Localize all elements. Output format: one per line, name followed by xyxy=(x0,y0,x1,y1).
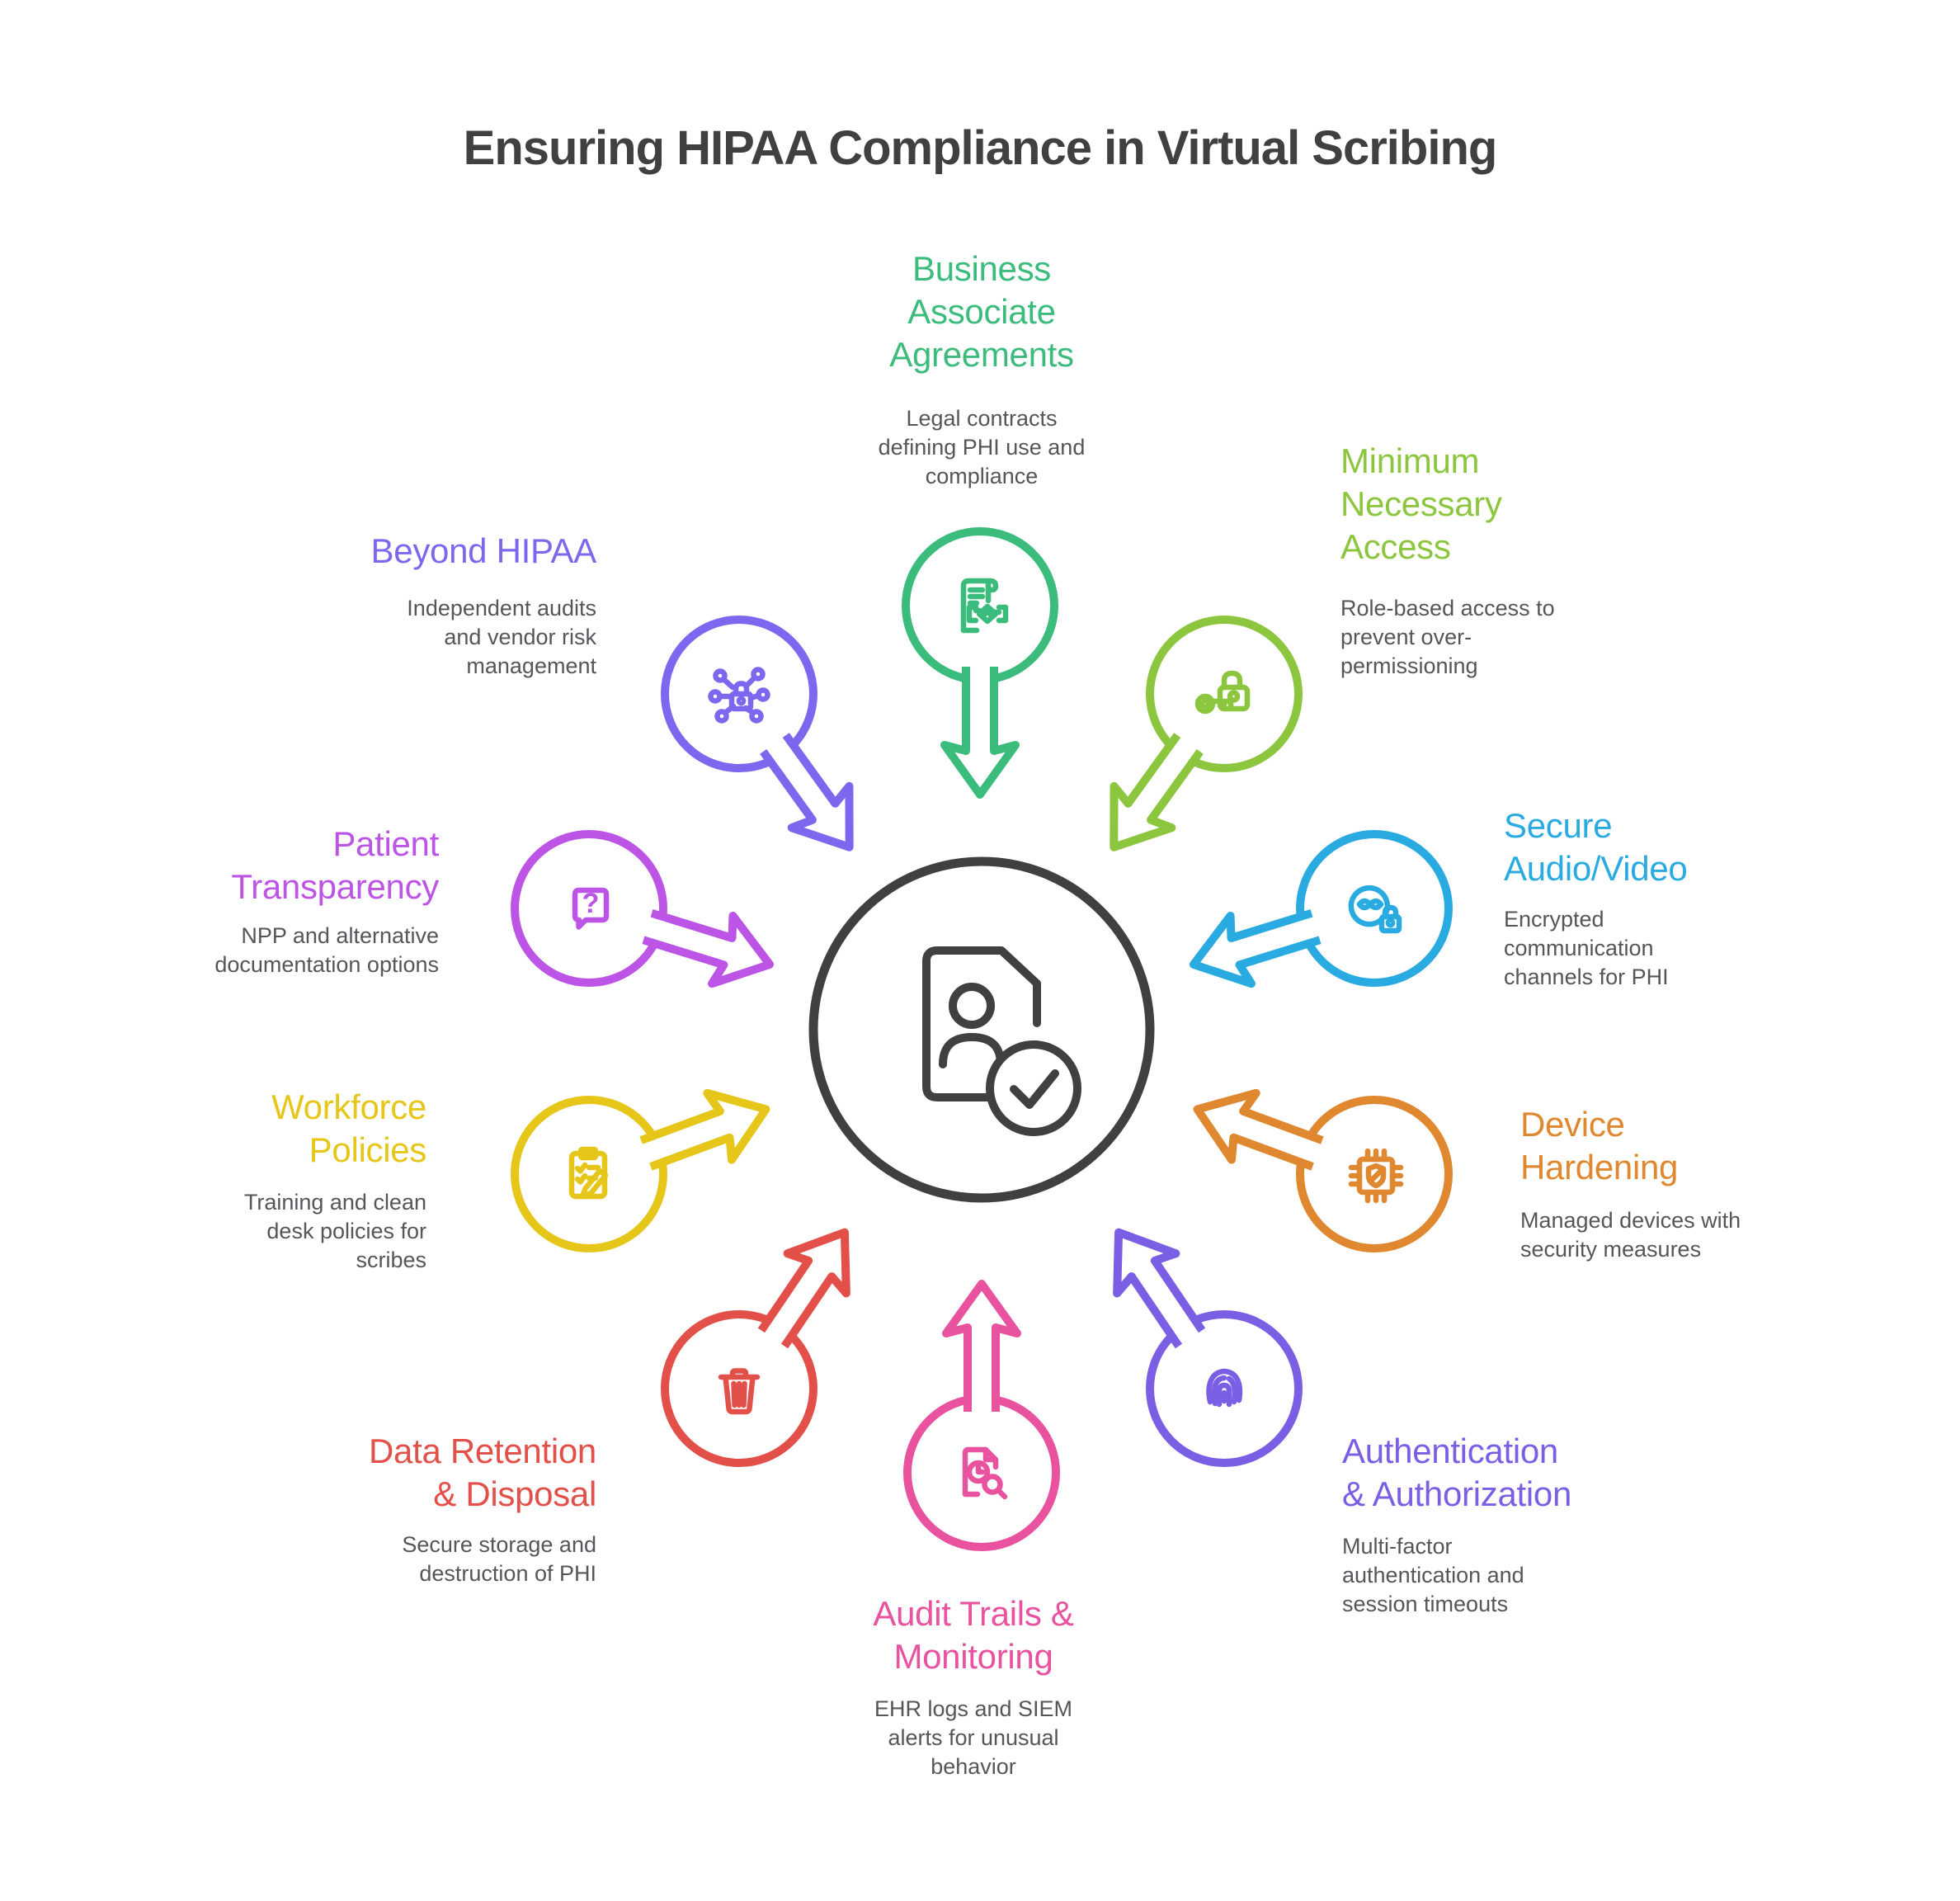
workforce-policies-badge xyxy=(511,1096,667,1252)
device-hardening-arrow xyxy=(1193,1088,1326,1171)
secure-audio-video-description: Encrypted communication channels for PHI xyxy=(1504,907,1669,989)
data-retention-disposal-title: Data Retention & Disposal xyxy=(369,1432,596,1513)
audio-wave-lock-icon xyxy=(1348,884,1402,934)
workforce-policies-description: Training and clean desk policies for scr… xyxy=(243,1190,426,1272)
workforce-policies-arrow xyxy=(637,1088,770,1171)
svg-text:?: ? xyxy=(582,888,600,919)
fingerprint-icon xyxy=(1206,1368,1243,1408)
page-title: Ensuring HIPAA Compliance in Virtual Scr… xyxy=(463,121,1498,175)
patient-transparency-description: NPP and alternative documentation option… xyxy=(214,923,439,977)
minimum-necessary-access-description: Role-based access to prevent over- permi… xyxy=(1340,596,1555,678)
secure-audio-video-title: Secure Audio/Video xyxy=(1504,806,1688,888)
business-associate-agreements-badge xyxy=(902,527,1058,684)
authentication-authorization-badge xyxy=(1146,1310,1303,1467)
authentication-authorization-arrow xyxy=(1113,1228,1207,1351)
audit-log-magnifier-icon xyxy=(962,1446,1008,1500)
secure-audio-video-arrow xyxy=(1189,908,1325,988)
device-hardening-badge xyxy=(1296,1096,1453,1252)
data-retention-disposal-badge xyxy=(661,1310,817,1467)
question-bubble-icon: ? xyxy=(572,887,610,930)
device-hardening-description: Managed devices with security measures xyxy=(1520,1208,1741,1262)
audit-trails-monitoring-arrow xyxy=(942,1280,1021,1412)
patient-record-check-icon xyxy=(808,856,1155,1203)
network-lock-icon xyxy=(708,667,770,724)
beyond-hipaa-title: Beyond HIPAA xyxy=(370,531,597,570)
business-associate-agreements-arrow xyxy=(940,667,1020,799)
secure-audio-video-badge xyxy=(1296,830,1453,987)
authentication-authorization-title: Authentication & Authorization xyxy=(1342,1432,1572,1513)
business-associate-agreements-title: Business Associate Agreements xyxy=(889,249,1074,374)
minimum-necessary-access-badge xyxy=(1146,616,1303,772)
contract-handshake-icon xyxy=(960,578,1009,634)
patient-transparency-title: Patient Transparency xyxy=(231,824,439,906)
beyond-hipaa-badge xyxy=(661,616,817,772)
beyond-hipaa-arrow xyxy=(759,731,854,851)
authentication-authorization-description: Multi-factor authentication and session … xyxy=(1342,1534,1524,1616)
data-retention-disposal-description: Secure storage and destruction of PHI xyxy=(402,1532,596,1586)
data-retention-disposal-arrow xyxy=(756,1228,850,1351)
chip-shield-icon xyxy=(1348,1148,1404,1204)
device-hardening-title: Device Hardening xyxy=(1520,1105,1679,1186)
trash-icon xyxy=(718,1368,761,1415)
business-associate-agreements-description: Legal contracts defining PHI use and com… xyxy=(878,406,1086,488)
patient-transparency-badge: ? xyxy=(511,830,667,987)
audit-trails-monitoring-description: EHR logs and SIEM alerts for unusual beh… xyxy=(874,1696,1073,1779)
minimum-necessary-access-arrow xyxy=(1110,731,1204,851)
audit-trails-monitoring-badge xyxy=(903,1394,1060,1551)
minimum-necessary-access-title: Minimum Necessary Access xyxy=(1340,441,1502,566)
key-lock-icon xyxy=(1194,670,1251,715)
center-badge xyxy=(808,856,1155,1203)
clipboard-pencil-icon xyxy=(568,1146,609,1200)
patient-transparency-arrow xyxy=(638,908,775,988)
audit-trails-monitoring-title: Audit Trails & Monitoring xyxy=(873,1594,1074,1676)
beyond-hipaa-description: Independent audits and vendor risk manag… xyxy=(407,596,596,678)
workforce-policies-title: Workforce Policies xyxy=(271,1087,426,1169)
